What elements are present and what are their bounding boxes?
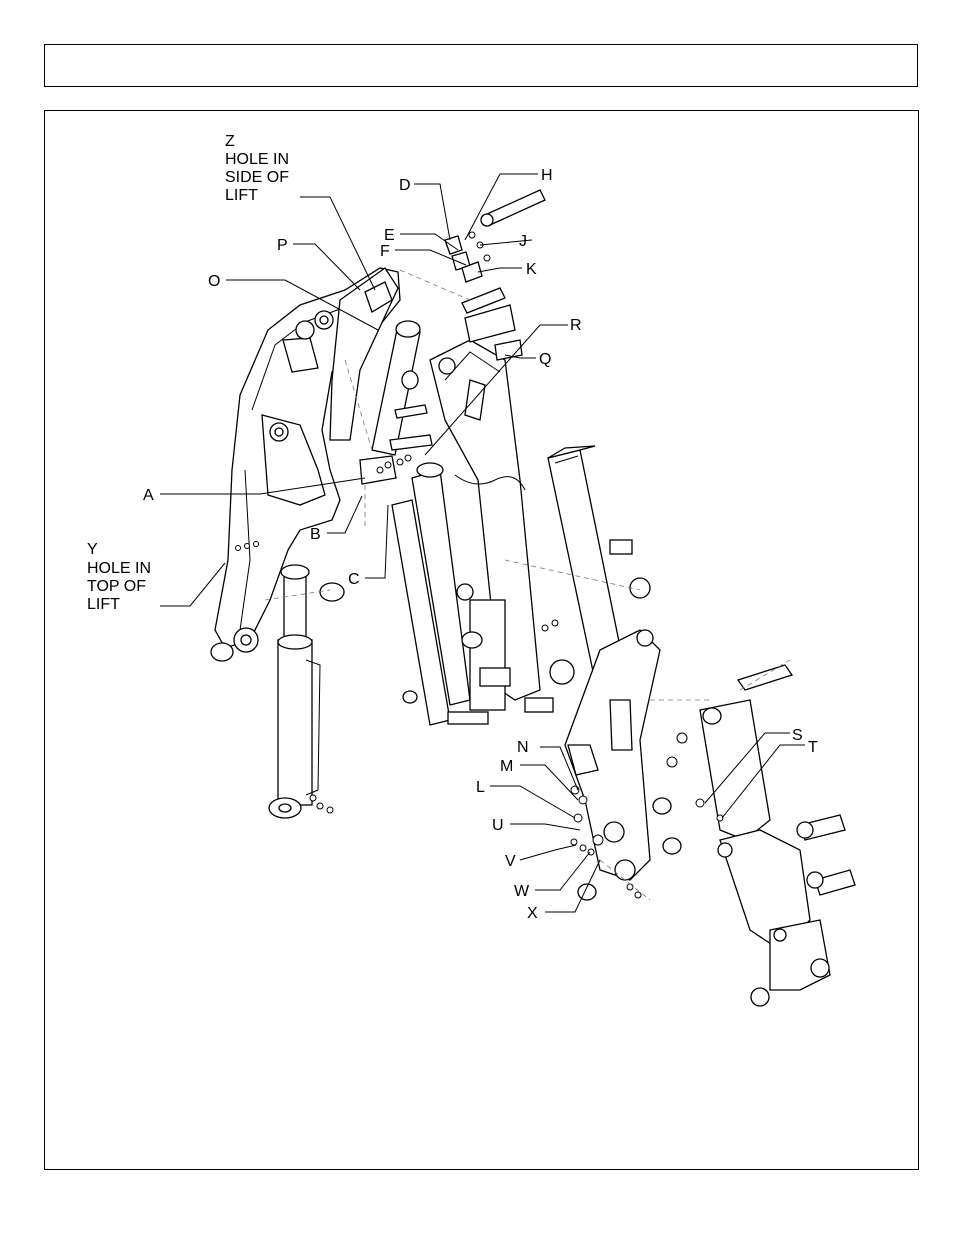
callout-b: B: [310, 526, 321, 543]
callout-s: S: [792, 727, 803, 744]
callout-w: W: [514, 883, 530, 900]
callout-t: T: [808, 739, 818, 756]
callout-y-line-4: LIFT: [87, 596, 120, 613]
callout-o: O: [208, 273, 220, 290]
callout-z-line-1: Z: [225, 133, 235, 150]
callout-m: M: [500, 758, 513, 775]
callout-q: Q: [539, 351, 551, 368]
callout-h: H: [541, 167, 553, 184]
callout-y-line-3: TOP OF: [87, 578, 146, 595]
callout-e: E: [384, 227, 395, 244]
callout-f: F: [380, 243, 390, 260]
callout-z-line-2: HOLE IN: [225, 151, 289, 168]
callout-z-line-4: LIFT: [225, 187, 258, 204]
callout-l: L: [476, 779, 485, 796]
callout-n: N: [517, 739, 529, 756]
callout-k: K: [526, 261, 537, 278]
callout-r: R: [570, 317, 582, 334]
callout-c: C: [348, 571, 360, 588]
callout-y-line-2: HOLE IN: [87, 560, 151, 577]
callout-j: J: [519, 233, 527, 250]
callout-y-line-1: Y: [87, 541, 98, 558]
callout-d: D: [399, 177, 411, 194]
callout-a: A: [143, 487, 154, 504]
callout-x: X: [527, 905, 538, 922]
callout-u: U: [492, 817, 504, 834]
far-right-assembly: [700, 665, 855, 1006]
callout-p: P: [277, 237, 288, 254]
callout-v: V: [505, 853, 516, 870]
callout-z-line-3: SIDE OF: [225, 169, 289, 186]
